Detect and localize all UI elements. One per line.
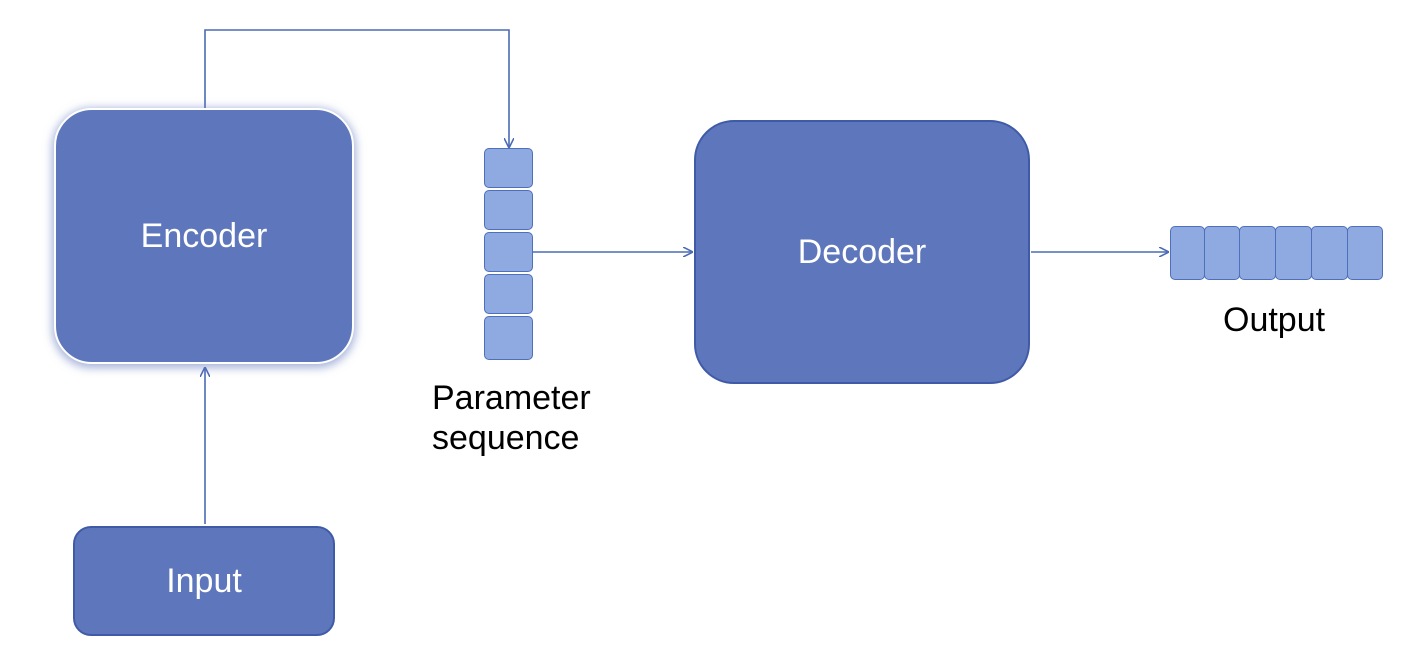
arrow-encoder-to-parameters (204, 29, 509, 147)
parameter-cell (484, 148, 533, 188)
parameter-cell (484, 232, 533, 272)
output-cell (1275, 226, 1312, 280)
parameter-label-line2: sequence (432, 419, 580, 457)
output-cell (1347, 226, 1383, 280)
output-cell (1311, 226, 1348, 280)
output-cell (1239, 226, 1276, 280)
decoder-label: Decoder (797, 232, 927, 271)
encoder-label: Encoder (140, 216, 268, 255)
output-label: Output (1223, 301, 1326, 339)
output-cell (1204, 226, 1240, 280)
encoder-box: Encoder (54, 108, 354, 364)
parameter-cell (484, 274, 533, 314)
parameter-cell (484, 190, 533, 230)
decoder-box: Decoder (694, 120, 1030, 384)
parameter-cell (484, 316, 533, 360)
parameter-label-line1: Parameter (432, 379, 591, 417)
input-box: Input (73, 526, 335, 636)
output-cell (1170, 226, 1205, 280)
input-label: Input (166, 561, 242, 600)
